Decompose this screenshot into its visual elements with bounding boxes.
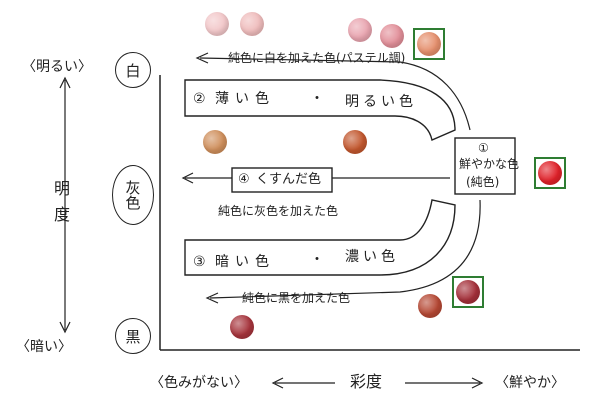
arrow-to-pale [199, 57, 471, 131]
white-level-text: 白 [125, 61, 141, 80]
highlight-red-box [534, 157, 566, 189]
saturation-right-label: 〈鮮やか〉 [495, 375, 565, 391]
lightness-top-label: 〈明るい〉 [22, 59, 92, 75]
pale-number: ② [193, 91, 206, 107]
dark-label-2: 濃い色 [345, 249, 399, 265]
dark-dot-sep: ・ [310, 252, 324, 268]
swatch-pale-1 [205, 12, 229, 36]
highlight-darkred-box [452, 276, 484, 308]
swatch-rust [343, 130, 367, 154]
add-black-note: 純色に黒を加えた色 [242, 291, 351, 305]
gray-level: 灰色 [112, 165, 154, 225]
pale-band [184, 79, 456, 141]
gray-level-text: 灰色 [123, 180, 142, 210]
swatch-pale-2 [240, 12, 264, 36]
saturation-left-label: 〈色みがない〉 [150, 375, 248, 391]
add-gray-note: 純色に灰色を加えた色 [218, 204, 339, 218]
white-level: 白 [115, 52, 151, 88]
dull-label: くすんだ色 [256, 172, 322, 187]
pale-label-2: 明るい色 [345, 94, 417, 110]
highlight-peach-box [413, 28, 445, 60]
pale-dot-sep: ・ [310, 91, 324, 107]
dark-number: ③ [193, 254, 206, 270]
lightness-bottom-label: 〈暗い〉 [16, 339, 72, 355]
swatch-tan [203, 130, 227, 154]
pure-sub: (純色) [466, 175, 500, 189]
pale-label: 薄い色 [215, 91, 275, 107]
pure-label: 鮮やかな色 [459, 157, 520, 171]
pure-box [454, 137, 516, 195]
dark-label: 暗い色 [215, 254, 275, 270]
dull-box [231, 167, 333, 193]
arrow-to-dark [209, 199, 481, 299]
saturation-title: 彩度 [350, 372, 383, 391]
swatch-red [538, 161, 562, 185]
add-white-note: 純色に白を加えた色(パステル調) [228, 51, 406, 65]
swatch-maroon [418, 294, 442, 318]
pure-number: ① [478, 141, 489, 155]
swatch-darkred [456, 280, 480, 304]
dull-number: ④ [238, 172, 250, 187]
swatch-pink-2 [380, 24, 404, 48]
swatch-peach [417, 32, 441, 56]
black-level-text: 黒 [125, 327, 141, 346]
dark-band [184, 199, 456, 276]
lightness-title: 明度 [51, 180, 70, 232]
black-level: 黒 [115, 318, 151, 354]
swatch-pink-1 [348, 18, 372, 42]
swatch-wine [230, 315, 254, 339]
